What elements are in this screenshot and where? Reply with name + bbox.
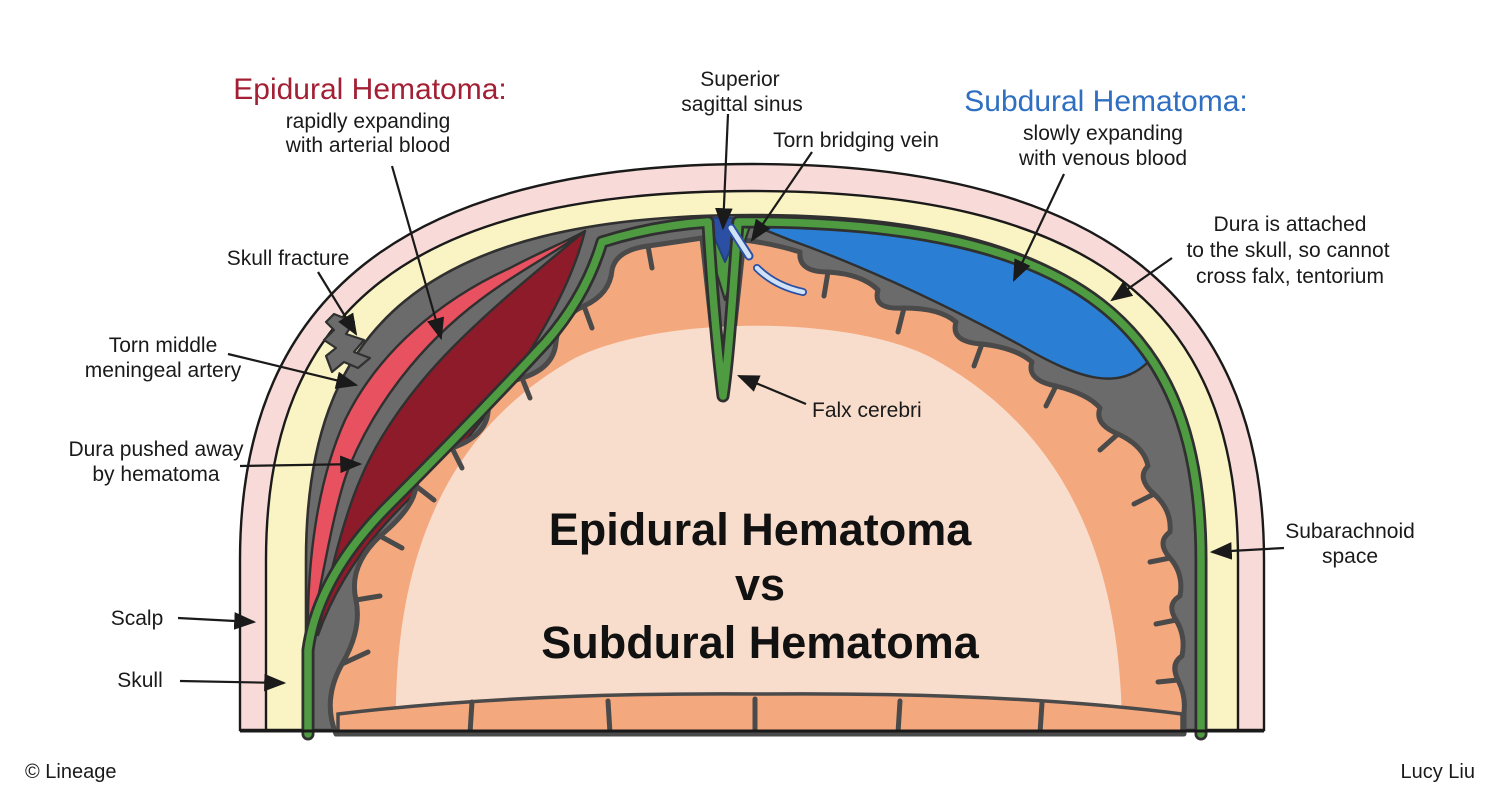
- sulcus-line: [1131, 491, 1157, 507]
- label-falx-cerebri: Falx cerebri: [812, 399, 922, 422]
- diagram-title-line2: vs: [735, 559, 785, 610]
- label-subarachnoid-2: space: [1322, 545, 1378, 568]
- sulcus-line: [821, 269, 831, 299]
- label-dura-attached-2: to the skull, so cannot: [1186, 239, 1389, 262]
- diagram-title-line3: Subdural Hematoma: [541, 617, 980, 668]
- sulcus-line: [1037, 700, 1045, 736]
- label-torn-mma-2: meningeal artery: [85, 359, 242, 382]
- subdural-arrow: [1013, 173, 1065, 282]
- sulcus-line: [605, 698, 613, 736]
- sulcus-line: [581, 303, 595, 331]
- label-skull-fracture: Skull fracture: [227, 247, 350, 270]
- diagram-title-line1: Epidural Hematoma: [549, 504, 973, 555]
- epidural-heading-sub2: with arterial blood: [285, 134, 451, 157]
- label-torn-bridging-vein: Torn bridging vein: [773, 129, 939, 152]
- label-superior-sagittal-sinus-1: Superior: [700, 68, 779, 91]
- sulcus-line: [353, 593, 383, 603]
- sulcus-line: [895, 698, 903, 736]
- bridging-vein-arrow: [750, 151, 813, 242]
- credit-right: Lucy Liu: [1401, 761, 1476, 783]
- sinus-arrow: [715, 113, 733, 231]
- sulcus-line: [1153, 617, 1179, 627]
- dura-attached-arrow: [1110, 257, 1173, 302]
- torn-artery-arrow: [227, 352, 359, 389]
- sulcus-line: [467, 699, 475, 736]
- label-dura-pushed-2: by hematoma: [92, 463, 220, 486]
- epidural-heading-sub1: rapidly expanding: [286, 110, 451, 133]
- sulcus-line: [1043, 383, 1059, 409]
- sulcus-line: [895, 305, 907, 335]
- epidural-arrow: [390, 165, 445, 341]
- scalp-arrow: [177, 612, 257, 630]
- subdural-heading-sub1: slowly expanding: [1023, 122, 1183, 145]
- sulcus-line: [1147, 555, 1173, 565]
- sulcus-line: [413, 483, 437, 503]
- label-dura-attached-3: cross falx, tentorium: [1196, 265, 1384, 288]
- sulcus-line: [377, 533, 405, 551]
- sulcus-line: [645, 243, 655, 271]
- label-torn-mma-1: Torn middle: [109, 334, 218, 357]
- sulcus-line: [971, 341, 985, 369]
- dura-pushed-arrow: [239, 455, 363, 474]
- falx-arrow: [736, 374, 807, 406]
- sulcus-line: [449, 445, 465, 471]
- label-superior-sagittal-sinus-2: sagittal sinus: [681, 93, 802, 116]
- skull-arrow: [179, 673, 287, 692]
- subarachnoid-arrow: [1209, 542, 1285, 560]
- sulcus-line: [1155, 677, 1181, 685]
- sulcus-line: [519, 375, 533, 401]
- skull-fracture-shape: [322, 312, 372, 374]
- label-skull: Skull: [117, 669, 163, 692]
- sulci-lines: [339, 243, 1181, 736]
- subdural-heading-sub2: with venous blood: [1018, 147, 1187, 170]
- epidural-heading-title: Epidural Hematoma:: [233, 73, 506, 106]
- sulcus-line: [339, 649, 371, 667]
- label-scalp: Scalp: [111, 607, 164, 630]
- annotation-arrows: [177, 113, 1285, 692]
- torn-bridging-vein-shape: [726, 223, 807, 296]
- skull-fracture-arrow: [317, 271, 358, 336]
- brain-inner-region: [395, 325, 1122, 734]
- brain-bottom-gyri-band: [336, 692, 1184, 735]
- credit-left: © Lineage: [25, 761, 116, 783]
- label-dura-pushed-1: Dura pushed away: [68, 438, 244, 461]
- label-subarachnoid-1: Subarachnoid: [1285, 520, 1415, 543]
- sulcus-line: [1097, 431, 1121, 453]
- label-dura-attached-1: Dura is attached: [1214, 213, 1367, 236]
- subdural-heading-title: Subdural Hematoma:: [964, 85, 1247, 118]
